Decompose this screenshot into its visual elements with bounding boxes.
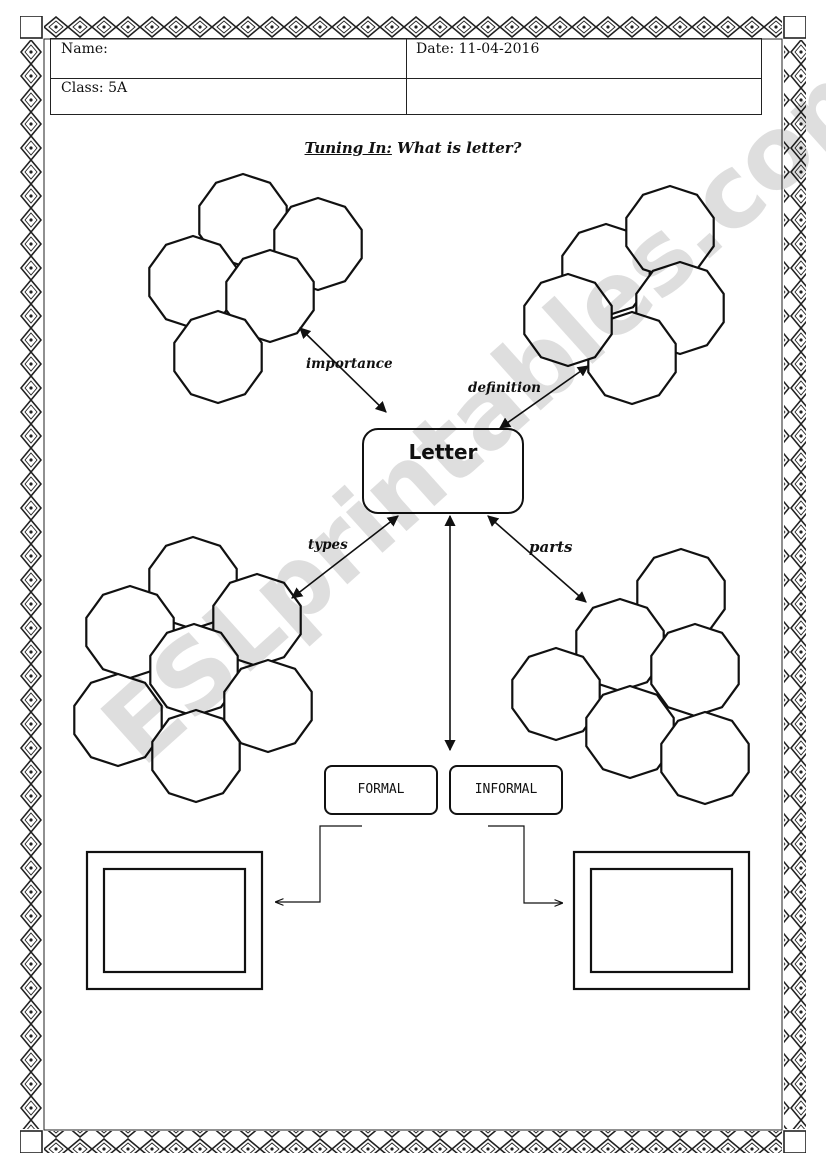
types-cluster-bubble[interactable] — [73, 672, 163, 768]
parts-cluster-bubble[interactable] — [650, 622, 740, 718]
definition-cluster-bubble[interactable] — [523, 272, 613, 368]
class-field: Class: 5A — [51, 78, 406, 115]
center-node-label: Letter — [408, 440, 478, 464]
importance-cluster-bubble[interactable] — [173, 309, 263, 405]
title-lead: Tuning In: — [304, 139, 392, 157]
informal-answer-box-outer — [572, 850, 751, 991]
informal-answer-box-inner[interactable] — [589, 867, 734, 974]
arrow-parts — [487, 515, 587, 603]
types-cluster-bubble[interactable] — [223, 658, 313, 754]
formal-box: FORMAL — [324, 765, 438, 815]
decorative-border — [20, 16, 806, 1153]
link-label-parts: parts — [529, 538, 573, 556]
importance-cluster-bubble[interactable] — [225, 248, 315, 344]
elbow-informal — [488, 825, 562, 903]
link-label-importance: importance — [306, 356, 393, 372]
elbow-formal — [276, 825, 362, 902]
worksheet-title: Tuning In: What is letter? — [0, 139, 826, 157]
definition-cluster — [523, 184, 725, 406]
parts-cluster-bubble[interactable] — [511, 646, 601, 742]
importance-cluster — [148, 172, 363, 405]
date-field: Date: 11-04-2016 — [406, 39, 761, 78]
class-label: Class: 5A — [61, 80, 128, 96]
link-label-types: types — [308, 537, 348, 553]
header-column-divider — [406, 39, 407, 114]
parts-cluster-bubble[interactable] — [585, 684, 675, 780]
parts-cluster-bubble[interactable] — [660, 710, 750, 806]
name-field[interactable]: Name: — [51, 39, 406, 78]
arrow-importance — [299, 327, 387, 413]
link-label-definition: definition — [468, 380, 541, 396]
arrow-types — [291, 515, 399, 599]
name-label: Name: — [61, 41, 108, 57]
informal-box: INFORMAL — [449, 765, 563, 815]
arrow-definition — [499, 365, 589, 429]
formal-answer-box-outer — [85, 850, 264, 991]
date-label: Date: 11-04-2016 — [416, 41, 540, 57]
types-cluster-bubble[interactable] — [151, 708, 241, 804]
title-question: What is letter? — [397, 139, 522, 157]
header-table: Name: Date: 11-04-2016 Class: 5A — [50, 38, 762, 115]
center-node: Letter — [362, 428, 524, 514]
formal-answer-box-inner[interactable] — [102, 867, 247, 974]
types-cluster — [73, 535, 313, 804]
parts-cluster — [511, 547, 750, 806]
